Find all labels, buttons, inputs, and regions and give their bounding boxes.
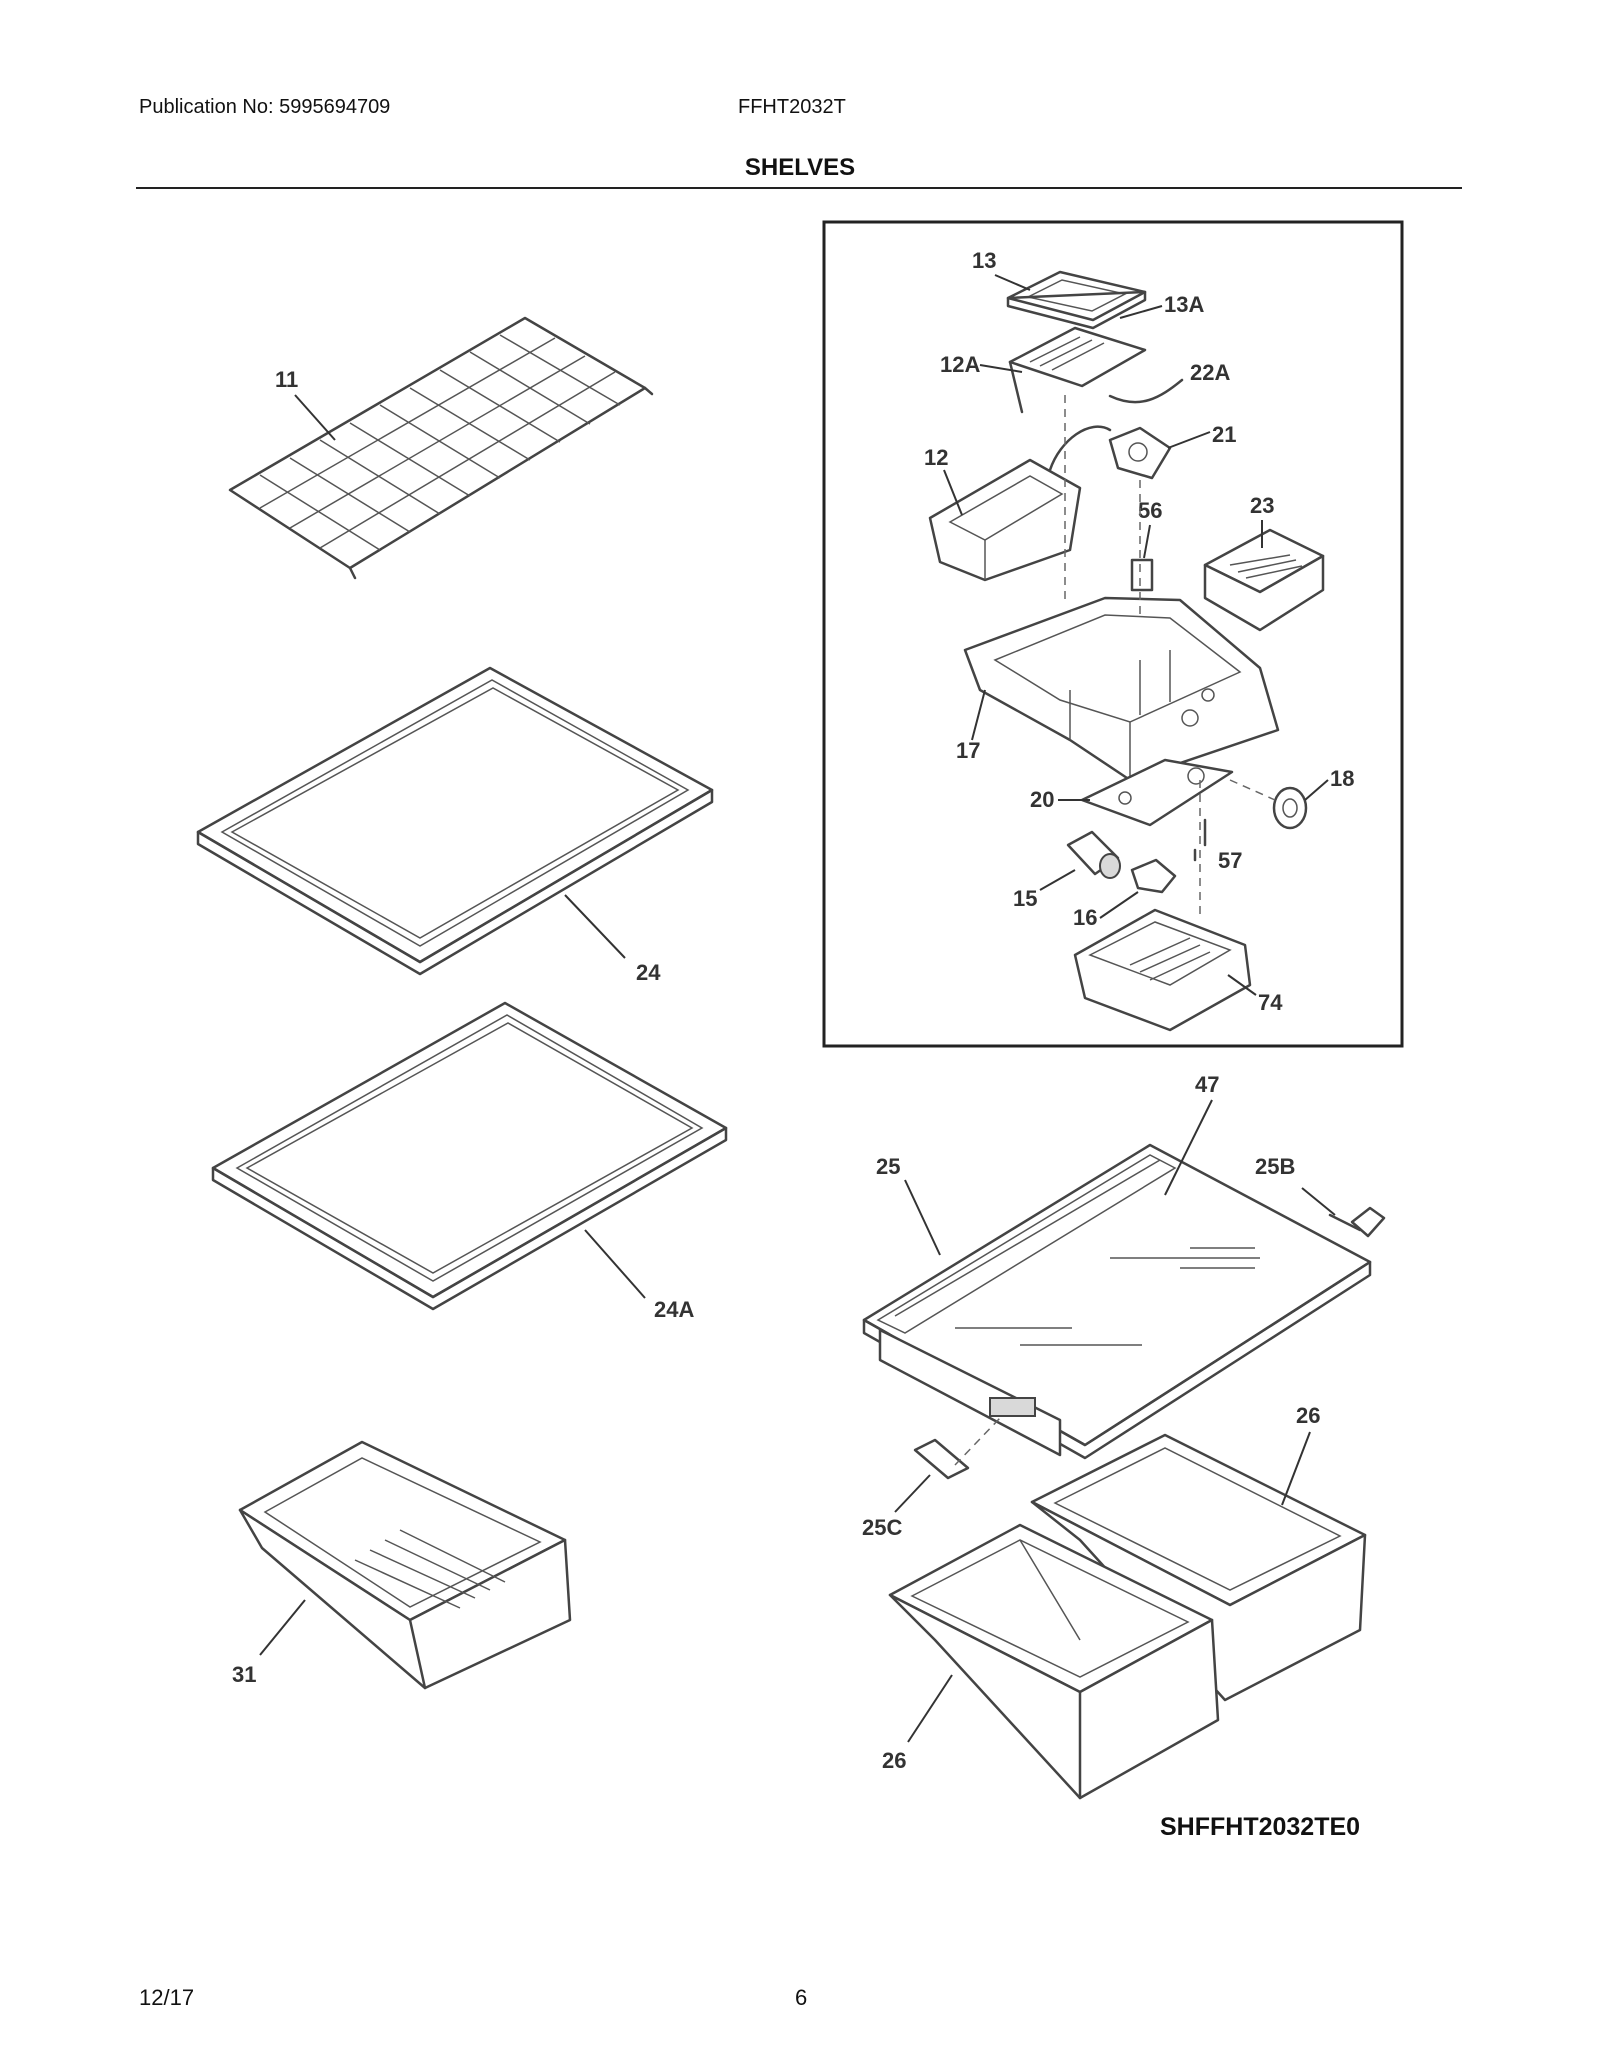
knob-18 bbox=[1272, 786, 1308, 830]
page-number: 6 bbox=[795, 1985, 808, 2010]
header-rule bbox=[136, 187, 1462, 189]
callout-25c: 25C bbox=[862, 1515, 902, 1540]
leader-12a bbox=[979, 364, 1023, 373]
leader-31 bbox=[259, 1599, 306, 1656]
filter-cover-13 bbox=[1006, 270, 1147, 330]
footer-date: 12/17 bbox=[139, 1985, 195, 2010]
callout-24a: 24A bbox=[654, 1297, 694, 1322]
figure-id: SHFFHT2032TE0 bbox=[1160, 1813, 1361, 1841]
clip-56 bbox=[1130, 558, 1154, 592]
leader-16 bbox=[1099, 891, 1139, 919]
callout-26-rear: 26 bbox=[1296, 1403, 1320, 1428]
glass-shelf-24 bbox=[196, 666, 714, 976]
assembly-detail-frame bbox=[822, 220, 1404, 1048]
callout-12: 12 bbox=[924, 445, 948, 470]
leader-26-front bbox=[907, 1674, 953, 1743]
leader-13a bbox=[1119, 305, 1163, 319]
callout-31: 31 bbox=[232, 1662, 256, 1687]
leader-25 bbox=[904, 1179, 941, 1256]
crisper-cover-25 bbox=[862, 1143, 1372, 1460]
callout-25: 25 bbox=[876, 1154, 900, 1179]
leader-26-rear bbox=[1281, 1431, 1311, 1506]
callout-11: 11 bbox=[275, 367, 298, 392]
cover-74 bbox=[1073, 908, 1252, 1032]
screws-57 bbox=[1193, 818, 1207, 862]
leader-56 bbox=[1143, 524, 1151, 559]
plate-20 bbox=[1080, 758, 1234, 827]
glass-shelf-24a bbox=[211, 1001, 728, 1311]
callout-20: 20 bbox=[1030, 787, 1054, 812]
leader-12 bbox=[943, 469, 963, 516]
model-number: FFHT2032T bbox=[738, 96, 846, 118]
callout-24: 24 bbox=[636, 960, 661, 985]
callout-74: 74 bbox=[1258, 990, 1283, 1015]
latch-25b bbox=[1328, 1206, 1386, 1238]
guide-line-4 bbox=[1229, 779, 1276, 801]
part-15 bbox=[1066, 830, 1121, 879]
page-title: SHELVES bbox=[744, 154, 856, 181]
part-16 bbox=[1130, 858, 1177, 894]
callout-13a: 13A bbox=[1164, 292, 1204, 317]
leader-11 bbox=[294, 394, 336, 441]
crisper-drawer-rear-26 bbox=[1030, 1433, 1367, 1702]
callout-17: 17 bbox=[956, 738, 980, 763]
callout-25b: 25B bbox=[1255, 1154, 1295, 1179]
leader-24a bbox=[584, 1229, 646, 1299]
leader-25b bbox=[1301, 1187, 1336, 1216]
filter-housing-12 bbox=[928, 458, 1082, 582]
callout-18: 18 bbox=[1330, 766, 1354, 791]
publication-number: Publication No: 5995694709 bbox=[139, 96, 391, 118]
wire-22a bbox=[1108, 378, 1184, 404]
guide-line-25c bbox=[954, 1417, 1001, 1466]
callout-57: 57 bbox=[1218, 848, 1242, 873]
callout-22a: 22A bbox=[1190, 360, 1230, 385]
callout-21: 21 bbox=[1212, 422, 1236, 447]
leader-17 bbox=[971, 689, 986, 741]
callout-12a: 12A bbox=[940, 352, 980, 377]
leader-18 bbox=[1304, 779, 1329, 801]
callout-15: 15 bbox=[1013, 886, 1037, 911]
callout-16: 16 bbox=[1073, 905, 1097, 930]
leader-15 bbox=[1039, 869, 1076, 891]
leader-24 bbox=[564, 894, 626, 959]
leader-13 bbox=[994, 274, 1031, 291]
leader-21 bbox=[1167, 431, 1211, 449]
module-23 bbox=[1203, 528, 1325, 632]
callout-26-front: 26 bbox=[882, 1748, 906, 1773]
crisper-bin-31 bbox=[238, 1440, 572, 1690]
housing-17 bbox=[963, 596, 1280, 782]
filter-tray-12a bbox=[1008, 326, 1147, 414]
fan-motor-21 bbox=[1048, 425, 1172, 480]
leader-74 bbox=[1227, 974, 1257, 996]
leader-47 bbox=[1164, 1099, 1213, 1196]
crisper-drawer-front-26 bbox=[888, 1523, 1220, 1800]
callout-13: 13 bbox=[972, 248, 996, 273]
wire-shelf bbox=[228, 316, 654, 580]
callout-56: 56 bbox=[1138, 498, 1162, 523]
leader-25c bbox=[894, 1474, 931, 1513]
callout-23: 23 bbox=[1250, 493, 1274, 518]
latch-25c bbox=[913, 1438, 970, 1480]
callout-47: 47 bbox=[1195, 1072, 1219, 1097]
